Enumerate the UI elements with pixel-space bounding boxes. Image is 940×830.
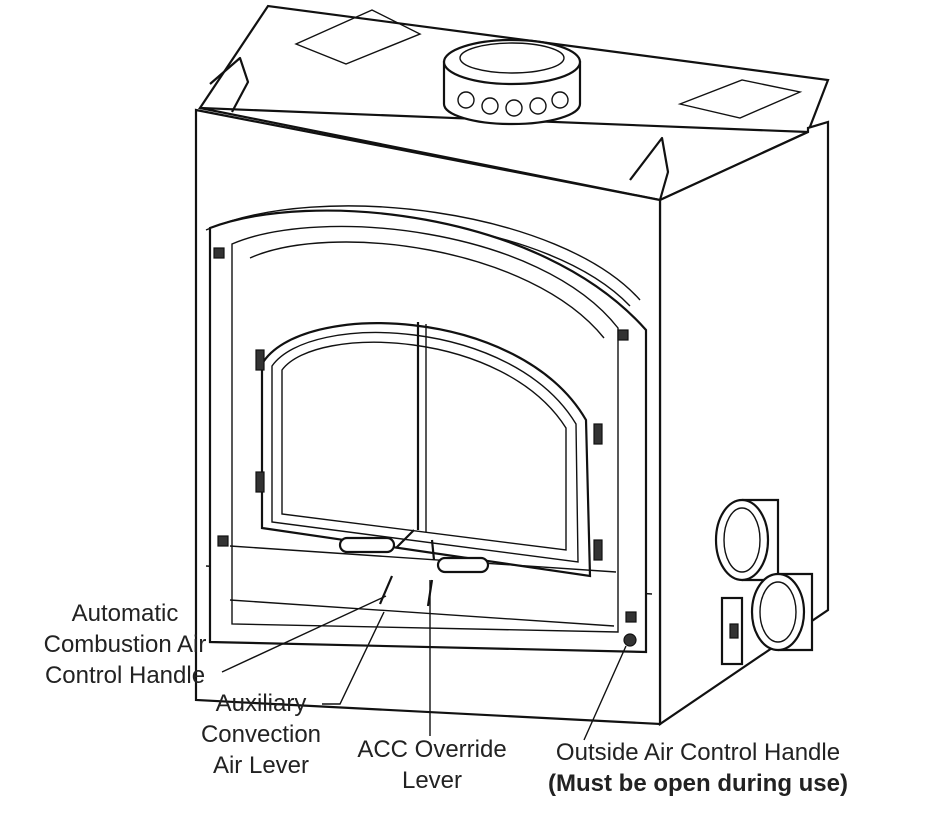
label-line-warning: (Must be open during use): [548, 770, 848, 797]
label-auxiliary-convection-air-lever: Auxiliary Convection Air Lever: [186, 688, 336, 781]
label-line: Air Lever: [212, 752, 310, 779]
label-line: Outside Air Control Handle: [555, 739, 841, 766]
outside-air-ducts: [714, 498, 814, 666]
label-acc-override-lever: ACC Override Lever: [344, 734, 520, 796]
label-line: Convection: [200, 721, 322, 748]
glass-door: [255, 322, 603, 578]
label-outside-air-control-handle: Outside Air Control Handle (Must be open…: [520, 737, 876, 799]
label-line: Combustion Air: [43, 631, 207, 658]
leader-lines: [221, 580, 627, 741]
flue-collar: [442, 38, 582, 126]
label-line: Control Handle: [44, 662, 206, 689]
label-line: Auxiliary: [215, 690, 307, 717]
controls: [229, 529, 637, 647]
label-line: ACC Override: [357, 736, 507, 763]
label-automatic-combustion-air-control-handle: Automatic Combustion Air Control Handle: [30, 598, 220, 691]
label-line: Automatic: [71, 600, 179, 627]
label-line: Lever: [401, 767, 463, 794]
